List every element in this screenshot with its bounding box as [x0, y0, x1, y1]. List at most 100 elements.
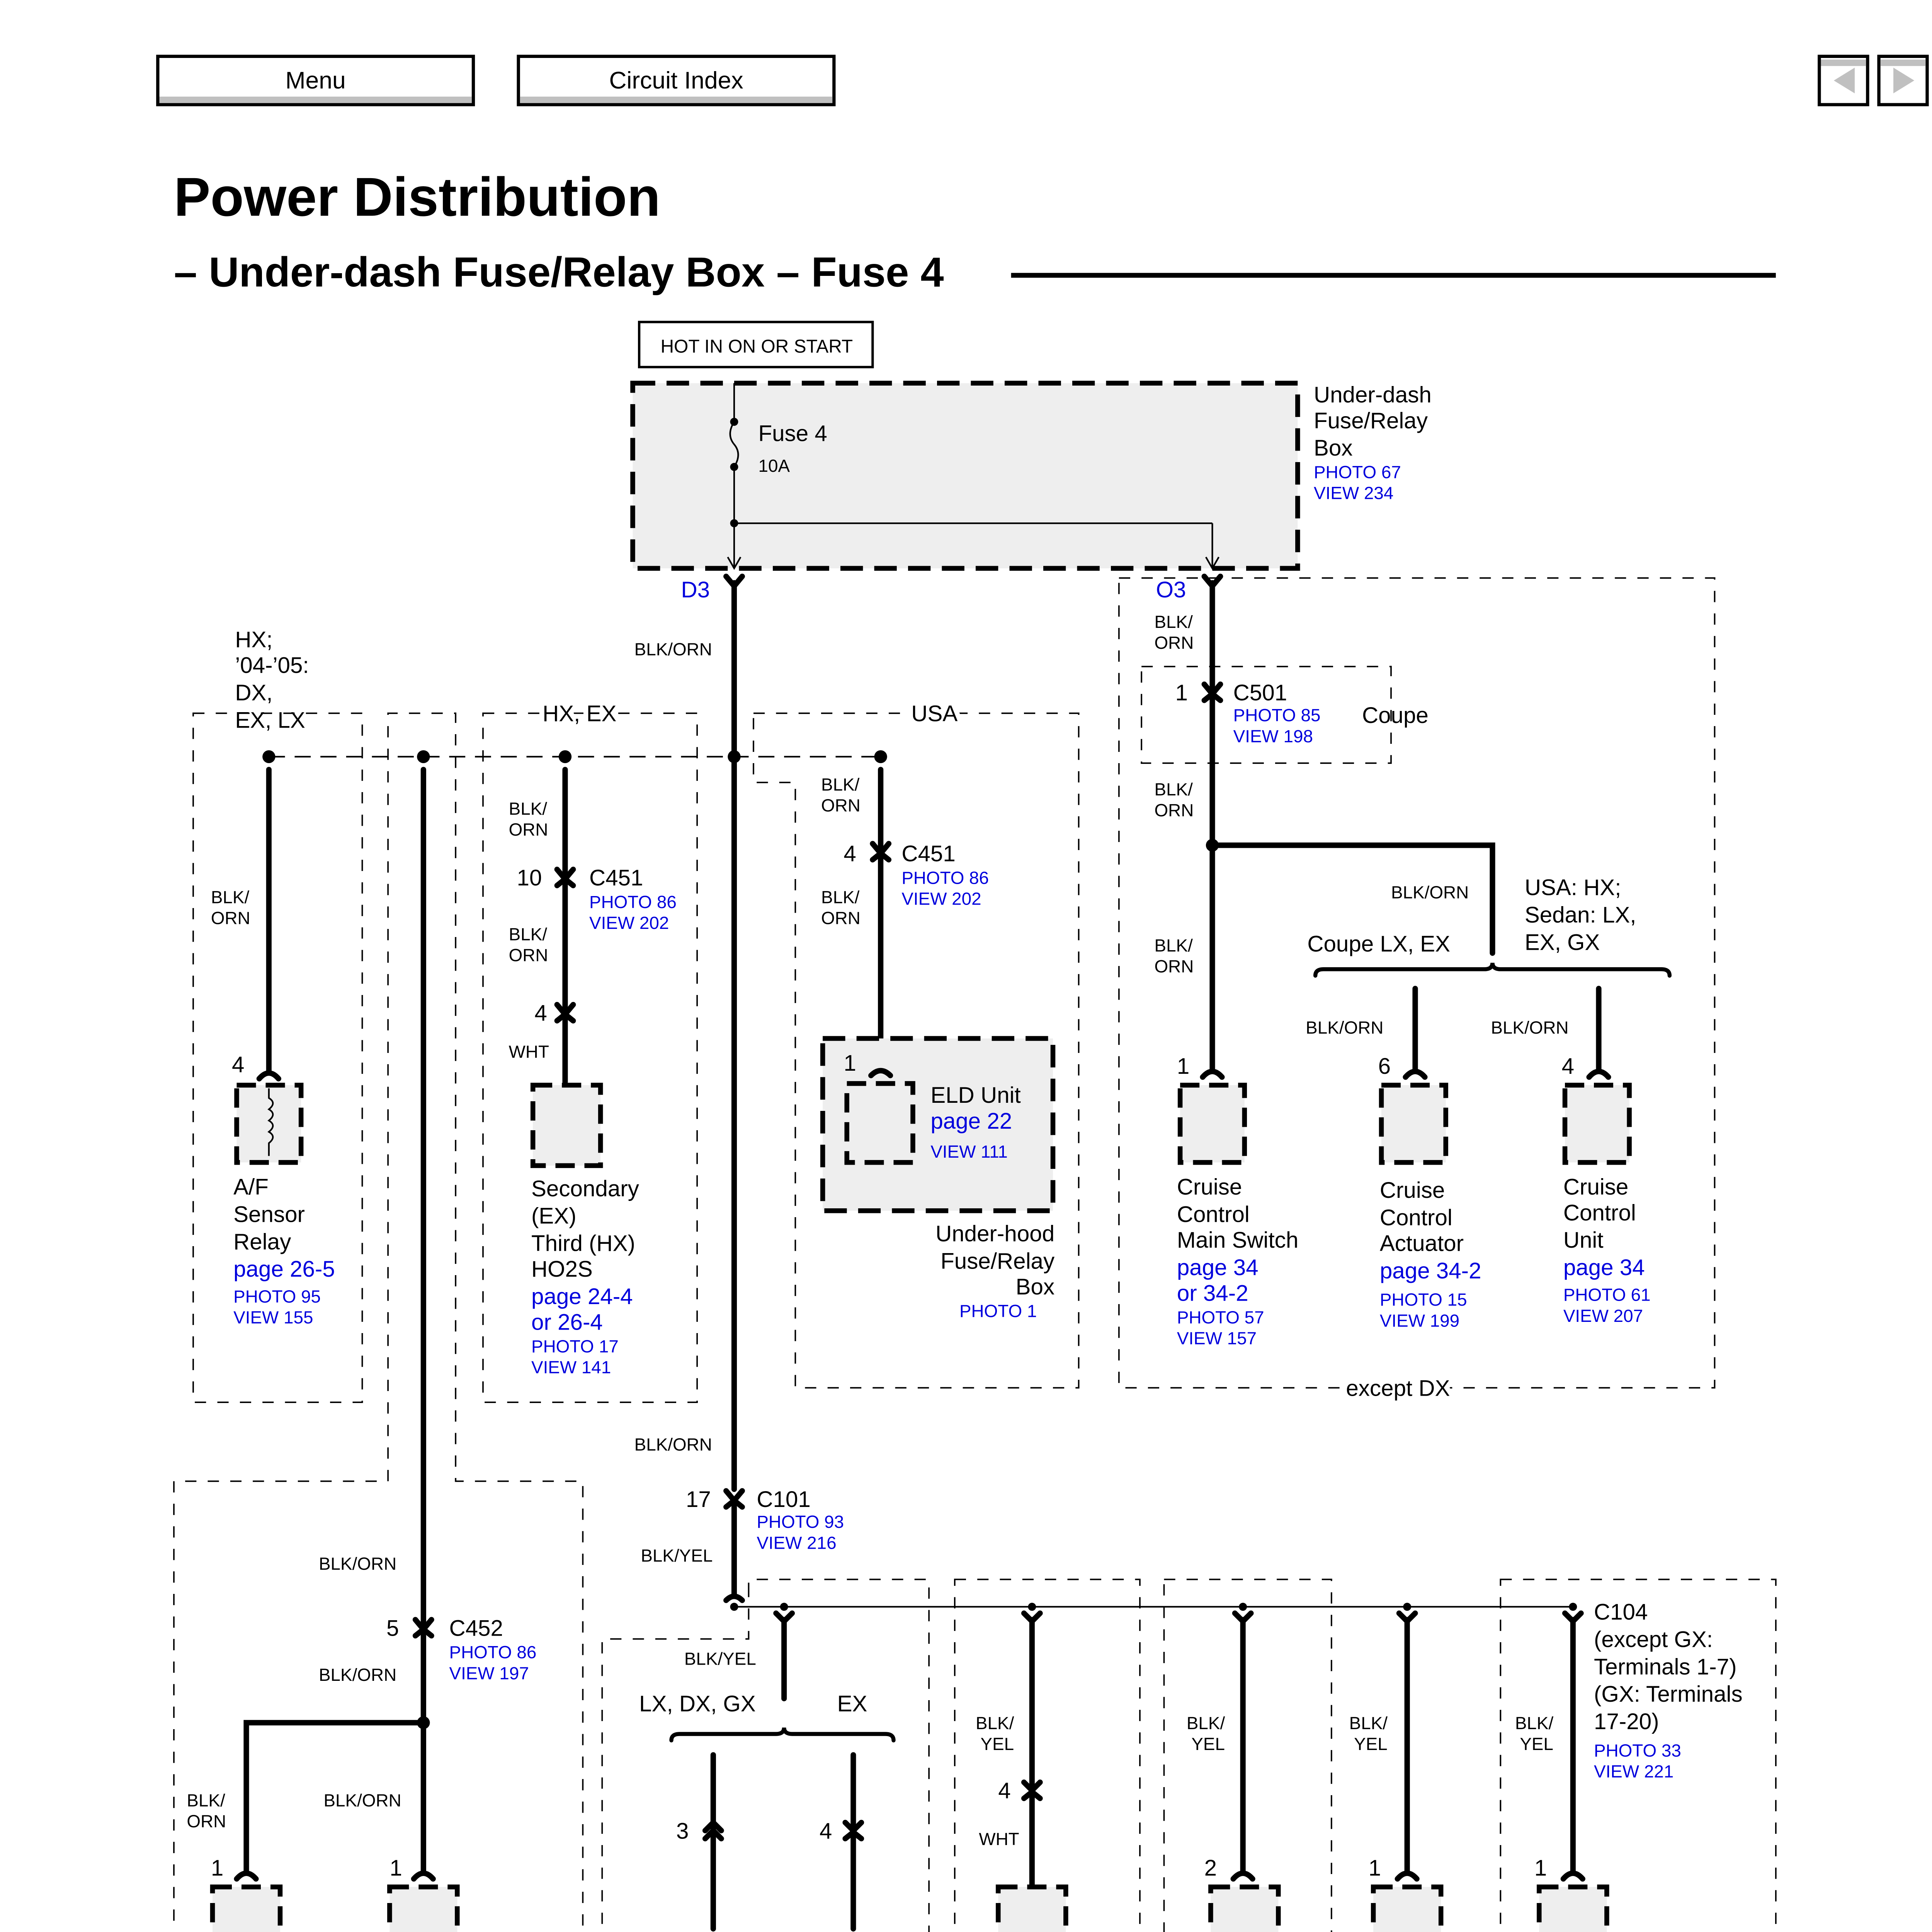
top-prev-page-button[interactable]	[1818, 54, 1869, 106]
top-menu-button[interactable]: Menu	[156, 54, 475, 106]
pin-label: 1	[211, 1855, 223, 1881]
page-link[interactable]: page 34	[1563, 1255, 1645, 1280]
parent-name: Fuse/Relay	[940, 1248, 1055, 1274]
comp-name: Unit	[1563, 1228, 1604, 1253]
view-link[interactable]: VIEW 198	[1233, 726, 1313, 746]
option-ex: EX	[837, 1691, 867, 1716]
comp-name: (EX)	[531, 1204, 577, 1229]
cruise-main-switch-box[interactable]	[1177, 1083, 1247, 1165]
zone-primary-ho2s	[601, 1578, 930, 1932]
top-circuit-index-button[interactable]: Circuit Index	[517, 54, 836, 106]
view-link[interactable]: VIEW 221	[1594, 1762, 1673, 1781]
view-link[interactable]: VIEW 202	[901, 889, 981, 909]
option-label: USA: HX;	[1525, 875, 1621, 900]
zone-usa-label: USA	[911, 701, 957, 726]
cruise-actuator-box[interactable]	[1379, 1083, 1448, 1165]
c101-connector-icon	[723, 1488, 745, 1510]
comp-name: Relay	[233, 1229, 291, 1254]
c451-connector-icon	[870, 841, 892, 863]
connector-icon	[702, 1818, 724, 1842]
parent-name: Box	[1016, 1274, 1055, 1299]
comp-name: Control	[1563, 1200, 1636, 1225]
zone-af-relay-label-1: HX;	[235, 627, 272, 652]
evap-bypass-solenoid-valve-box[interactable]	[387, 1884, 460, 1932]
page-link[interactable]: page 24-4	[531, 1284, 633, 1309]
connector-note: (except GX:	[1594, 1627, 1713, 1652]
pin-label: 4	[844, 841, 856, 866]
wire-label: YEL	[1354, 1734, 1388, 1754]
wire-label: BLK/	[509, 924, 548, 944]
evap-purge-valve-box[interactable]	[1537, 1884, 1609, 1932]
photo-link[interactable]: PHOTO 95	[233, 1287, 321, 1306]
view-link[interactable]: VIEW 157	[1177, 1328, 1257, 1348]
connector-name: C451	[589, 866, 643, 891]
wire-label: YEL	[1191, 1734, 1225, 1754]
photo-link[interactable]: PHOTO 57	[1177, 1308, 1264, 1327]
secondary-third-ho2s-box[interactable]	[530, 1083, 603, 1168]
top-menu-label: Menu	[286, 67, 346, 94]
page-link[interactable]: or 34-2	[1177, 1281, 1248, 1306]
page-link[interactable]: page 34-2	[1380, 1258, 1481, 1283]
connector-name: C104	[1594, 1600, 1648, 1625]
evap-canister-vent-shut-valve-box[interactable]	[210, 1884, 283, 1932]
cruise-unit-box[interactable]	[1562, 1083, 1632, 1165]
box-photo-link[interactable]: PHOTO 67	[1314, 463, 1401, 482]
view-link[interactable]: VIEW 141	[531, 1357, 611, 1377]
cruise-main-switch-label: Cruise Control Main Switch page 34 or 34…	[1177, 1175, 1298, 1348]
wire-label: ORN	[1155, 957, 1194, 976]
zone-coupe	[1141, 666, 1392, 764]
photo-link[interactable]: PHOTO 86	[449, 1643, 537, 1662]
photo-link[interactable]: PHOTO 17	[531, 1337, 619, 1356]
comp-name: ELD Unit	[930, 1083, 1020, 1108]
photo-link[interactable]: PHOTO 61	[1563, 1285, 1651, 1305]
view-link[interactable]: VIEW 111	[930, 1142, 1008, 1162]
photo-link[interactable]: PHOTO 93	[757, 1512, 844, 1532]
page-link[interactable]: page 34	[1177, 1255, 1259, 1280]
pin-label: 10	[517, 866, 542, 891]
pin-label: 1	[1177, 1054, 1189, 1079]
vss-box[interactable]	[1208, 1884, 1281, 1932]
top-next-page-button[interactable]	[1877, 54, 1929, 106]
page-link[interactable]: page 22	[930, 1109, 1012, 1134]
view-link[interactable]: VIEW 199	[1380, 1311, 1459, 1330]
box-view-link[interactable]: VIEW 234	[1314, 483, 1393, 503]
zone-af-relay-label-3: DX,	[235, 680, 272, 706]
photo-link[interactable]: PHOTO 86	[589, 892, 677, 912]
view-link[interactable]: VIEW 155	[233, 1308, 313, 1327]
option-label: Coupe LX, EX	[1307, 932, 1450, 957]
alternator-box[interactable]	[1371, 1884, 1444, 1932]
eld-unit-box[interactable]	[844, 1081, 915, 1165]
wire-label: BLK/ORN	[1491, 1018, 1568, 1037]
wire-label: BLK/YEL	[684, 1649, 756, 1668]
prev-arrow-icon	[1833, 68, 1855, 94]
view-link[interactable]: VIEW 216	[757, 1533, 836, 1553]
view-link[interactable]: VIEW 202	[589, 913, 669, 933]
photo-link[interactable]: PHOTO 1	[959, 1301, 1037, 1321]
comp-name: A/F	[233, 1175, 269, 1200]
comp-name: Cruise	[1563, 1175, 1629, 1200]
view-link[interactable]: VIEW 197	[449, 1663, 529, 1683]
c451-connector-icon	[554, 866, 576, 888]
secondary-ho2s-box[interactable]	[996, 1884, 1068, 1932]
photo-link[interactable]: PHOTO 85	[1233, 706, 1321, 725]
photo-link[interactable]: PHOTO 86	[901, 868, 989, 888]
page-link[interactable]: or 26-4	[531, 1310, 603, 1335]
wire-label: YEL	[981, 1734, 1014, 1754]
view-link[interactable]: VIEW 207	[1563, 1306, 1643, 1326]
evap-vent-wire[interactable]	[243, 1720, 426, 1874]
connector-icon	[554, 1002, 576, 1024]
wire-label: BLK/	[211, 888, 250, 907]
pin-label: 3	[676, 1818, 689, 1844]
page-link[interactable]: page 26-5	[233, 1257, 335, 1282]
comp-name: HO2S	[531, 1257, 593, 1282]
photo-link[interactable]: PHOTO 33	[1594, 1741, 1681, 1760]
connector-name: C101	[757, 1487, 810, 1512]
zone-coupe-label: Coupe	[1362, 703, 1429, 728]
photo-link[interactable]: PHOTO 15	[1380, 1290, 1467, 1310]
zone-vss	[1163, 1578, 1332, 1932]
pin-label: 4	[1562, 1054, 1574, 1079]
zone-af-relay-label-4: EX, LX	[235, 707, 305, 733]
wire-label: ORN	[211, 908, 250, 928]
comp-name: Control	[1380, 1205, 1452, 1230]
